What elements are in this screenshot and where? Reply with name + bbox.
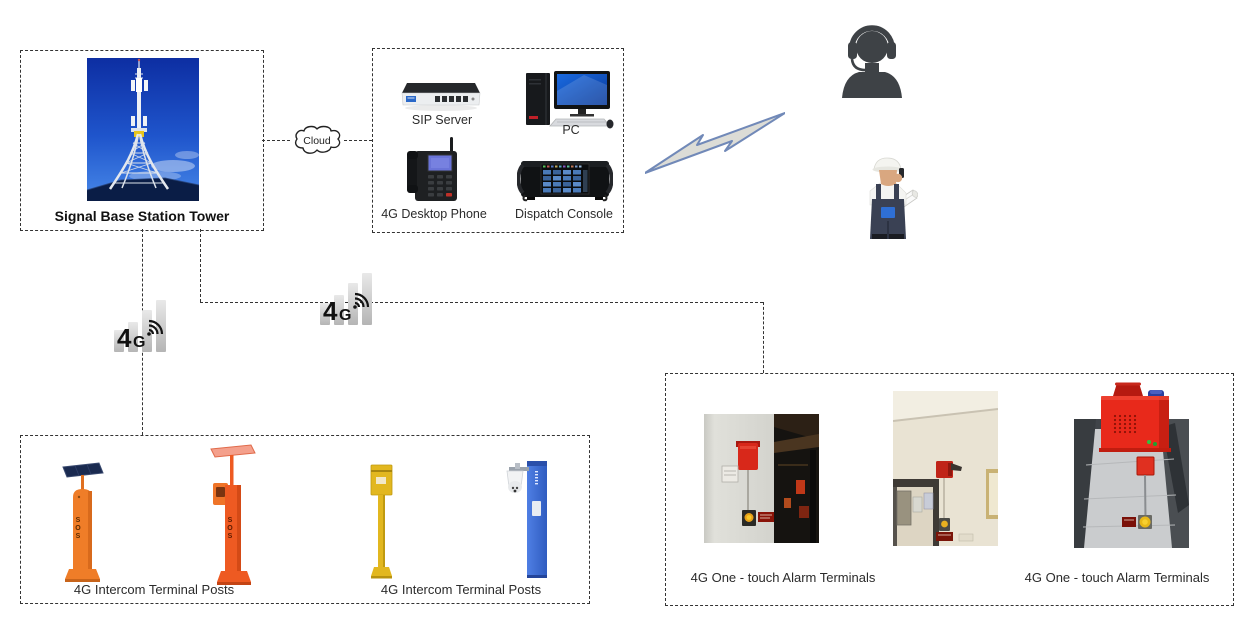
alarm-device-large-red bbox=[1099, 382, 1171, 452]
alarm-photo-indoor-wall bbox=[893, 391, 998, 546]
base-station-box: Signal Base Station Tower bbox=[20, 50, 264, 231]
intercom-label-left: 4G Intercom Terminal Posts bbox=[73, 582, 235, 597]
control-center-box: SIP Server PC bbox=[372, 48, 624, 233]
alarm-label-left: 4G One - touch Alarm Terminals bbox=[690, 570, 876, 585]
4g-badge-4: 4 bbox=[323, 296, 338, 326]
alarm-terminals-box: 4G One - touch Alarm Terminals 4G One - … bbox=[665, 373, 1234, 606]
intercom-post-blue-camera bbox=[506, 461, 547, 578]
cloud-label: Cloud bbox=[303, 135, 331, 147]
alarm-label-right: 4G One - touch Alarm Terminals bbox=[1024, 570, 1210, 585]
intercom-terminals-box: SOS SOS bbox=[20, 435, 590, 604]
intercom-post-orange-solar: SOS bbox=[62, 462, 104, 582]
base-station-label: Signal Base Station Tower bbox=[54, 208, 230, 224]
pc-image bbox=[526, 71, 614, 129]
intercom-post-orange-red: SOS bbox=[210, 444, 256, 585]
sip-server-label: SIP Server bbox=[411, 113, 473, 127]
cloud-icon: Cloud bbox=[294, 125, 341, 154]
connector-box-to-cloud bbox=[262, 140, 290, 141]
connector-horizontal bbox=[200, 302, 763, 303]
sip-server-image bbox=[401, 83, 481, 111]
dispatch-console-image bbox=[517, 161, 613, 202]
sos-text: SOS bbox=[74, 517, 81, 541]
connector-to-alarm-box bbox=[763, 302, 764, 373]
desktop-phone-label: 4G Desktop Phone bbox=[381, 207, 487, 221]
4g-badge-g: G bbox=[133, 334, 145, 351]
desktop-phone-image bbox=[407, 137, 457, 201]
intercom-label-right: 4G Intercom Terminal Posts bbox=[380, 582, 542, 597]
dispatch-console-label: Dispatch Console bbox=[515, 207, 613, 221]
pc-label: PC bbox=[562, 123, 580, 137]
4g-signal-icon-right: 4 G bbox=[320, 273, 372, 326]
4g-signal-icon-left: 4 G bbox=[114, 300, 166, 353]
connector-tower-down bbox=[200, 229, 201, 302]
4g-badge-g: G bbox=[339, 307, 351, 324]
dispatcher-operator-icon bbox=[842, 25, 902, 98]
4g-badge-4: 4 bbox=[117, 323, 132, 353]
intercom-post-yellow bbox=[370, 464, 393, 579]
field-worker-figure bbox=[869, 157, 918, 239]
connector-cloud-to-center bbox=[344, 140, 372, 141]
alarm-photo-outdoor-pillar bbox=[704, 414, 819, 543]
alarm-photo-dark-scene bbox=[1074, 419, 1189, 548]
sos-text: SOS bbox=[226, 517, 233, 541]
wireless-link-bolt-icon bbox=[645, 112, 785, 174]
base-station-tower-image bbox=[87, 58, 199, 201]
